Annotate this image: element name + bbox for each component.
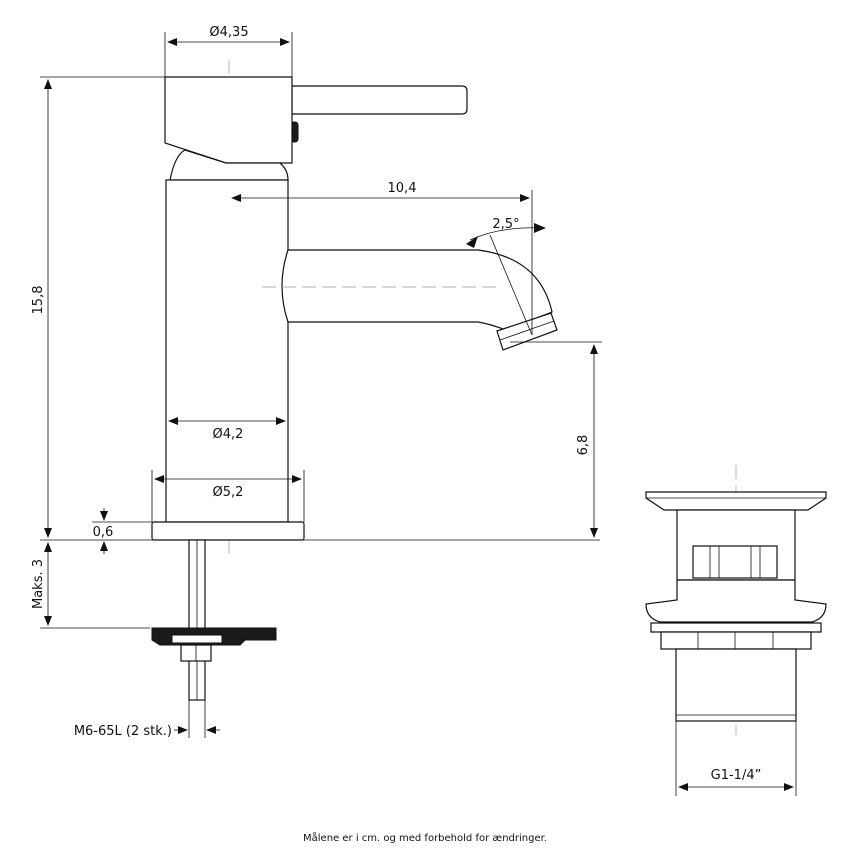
spout-aerator	[496, 312, 558, 351]
drain-cap	[645, 491, 827, 511]
dim-max-mount: Maks. 3	[31, 559, 46, 609]
dim-drain-thread: G1-1/4”	[711, 768, 762, 783]
dim-height: 15,8	[31, 286, 46, 315]
handle-lever	[291, 85, 468, 115]
dim-body-diameter: Ø4,2	[213, 427, 244, 442]
dim-spout-reach: 10,4	[388, 181, 417, 196]
dim-base-thickness: 0,6	[93, 525, 114, 540]
drain-flange	[645, 579, 827, 623]
drain-hex-nut	[692, 545, 778, 579]
dim-top-diameter: Ø4,35	[209, 25, 248, 40]
faucet-drawing: Ø4,35 10,4 2,5° 15,8 6,8 Ø4,2 Ø5,2 0,6	[31, 25, 602, 739]
dim-base-diameter: Ø5,2	[213, 485, 244, 500]
dim-bolt: M6-65L (2 stk.)	[74, 724, 172, 739]
faucet-body	[165, 179, 289, 523]
drain-drawing: G1-1/4”	[645, 465, 827, 796]
dim-spout-angle: 2,5°	[492, 217, 519, 232]
footnote: Målene er i cm. og med forbehold for ænd…	[303, 831, 547, 844]
drain-ring	[650, 622, 822, 633]
angle-arrow-left	[466, 236, 478, 248]
drain-thread-pipe	[675, 648, 797, 722]
drain-lower-nut	[660, 631, 812, 650]
angle-ref-line	[489, 234, 533, 336]
dim-spout-height: 6,8	[576, 435, 591, 456]
aerator-line	[499, 320, 555, 341]
mount-washer	[171, 634, 223, 644]
handle-dome	[169, 149, 289, 181]
angle-arrow-right	[534, 223, 546, 233]
faucet-spout	[281, 249, 553, 331]
faucet-base	[151, 521, 305, 541]
